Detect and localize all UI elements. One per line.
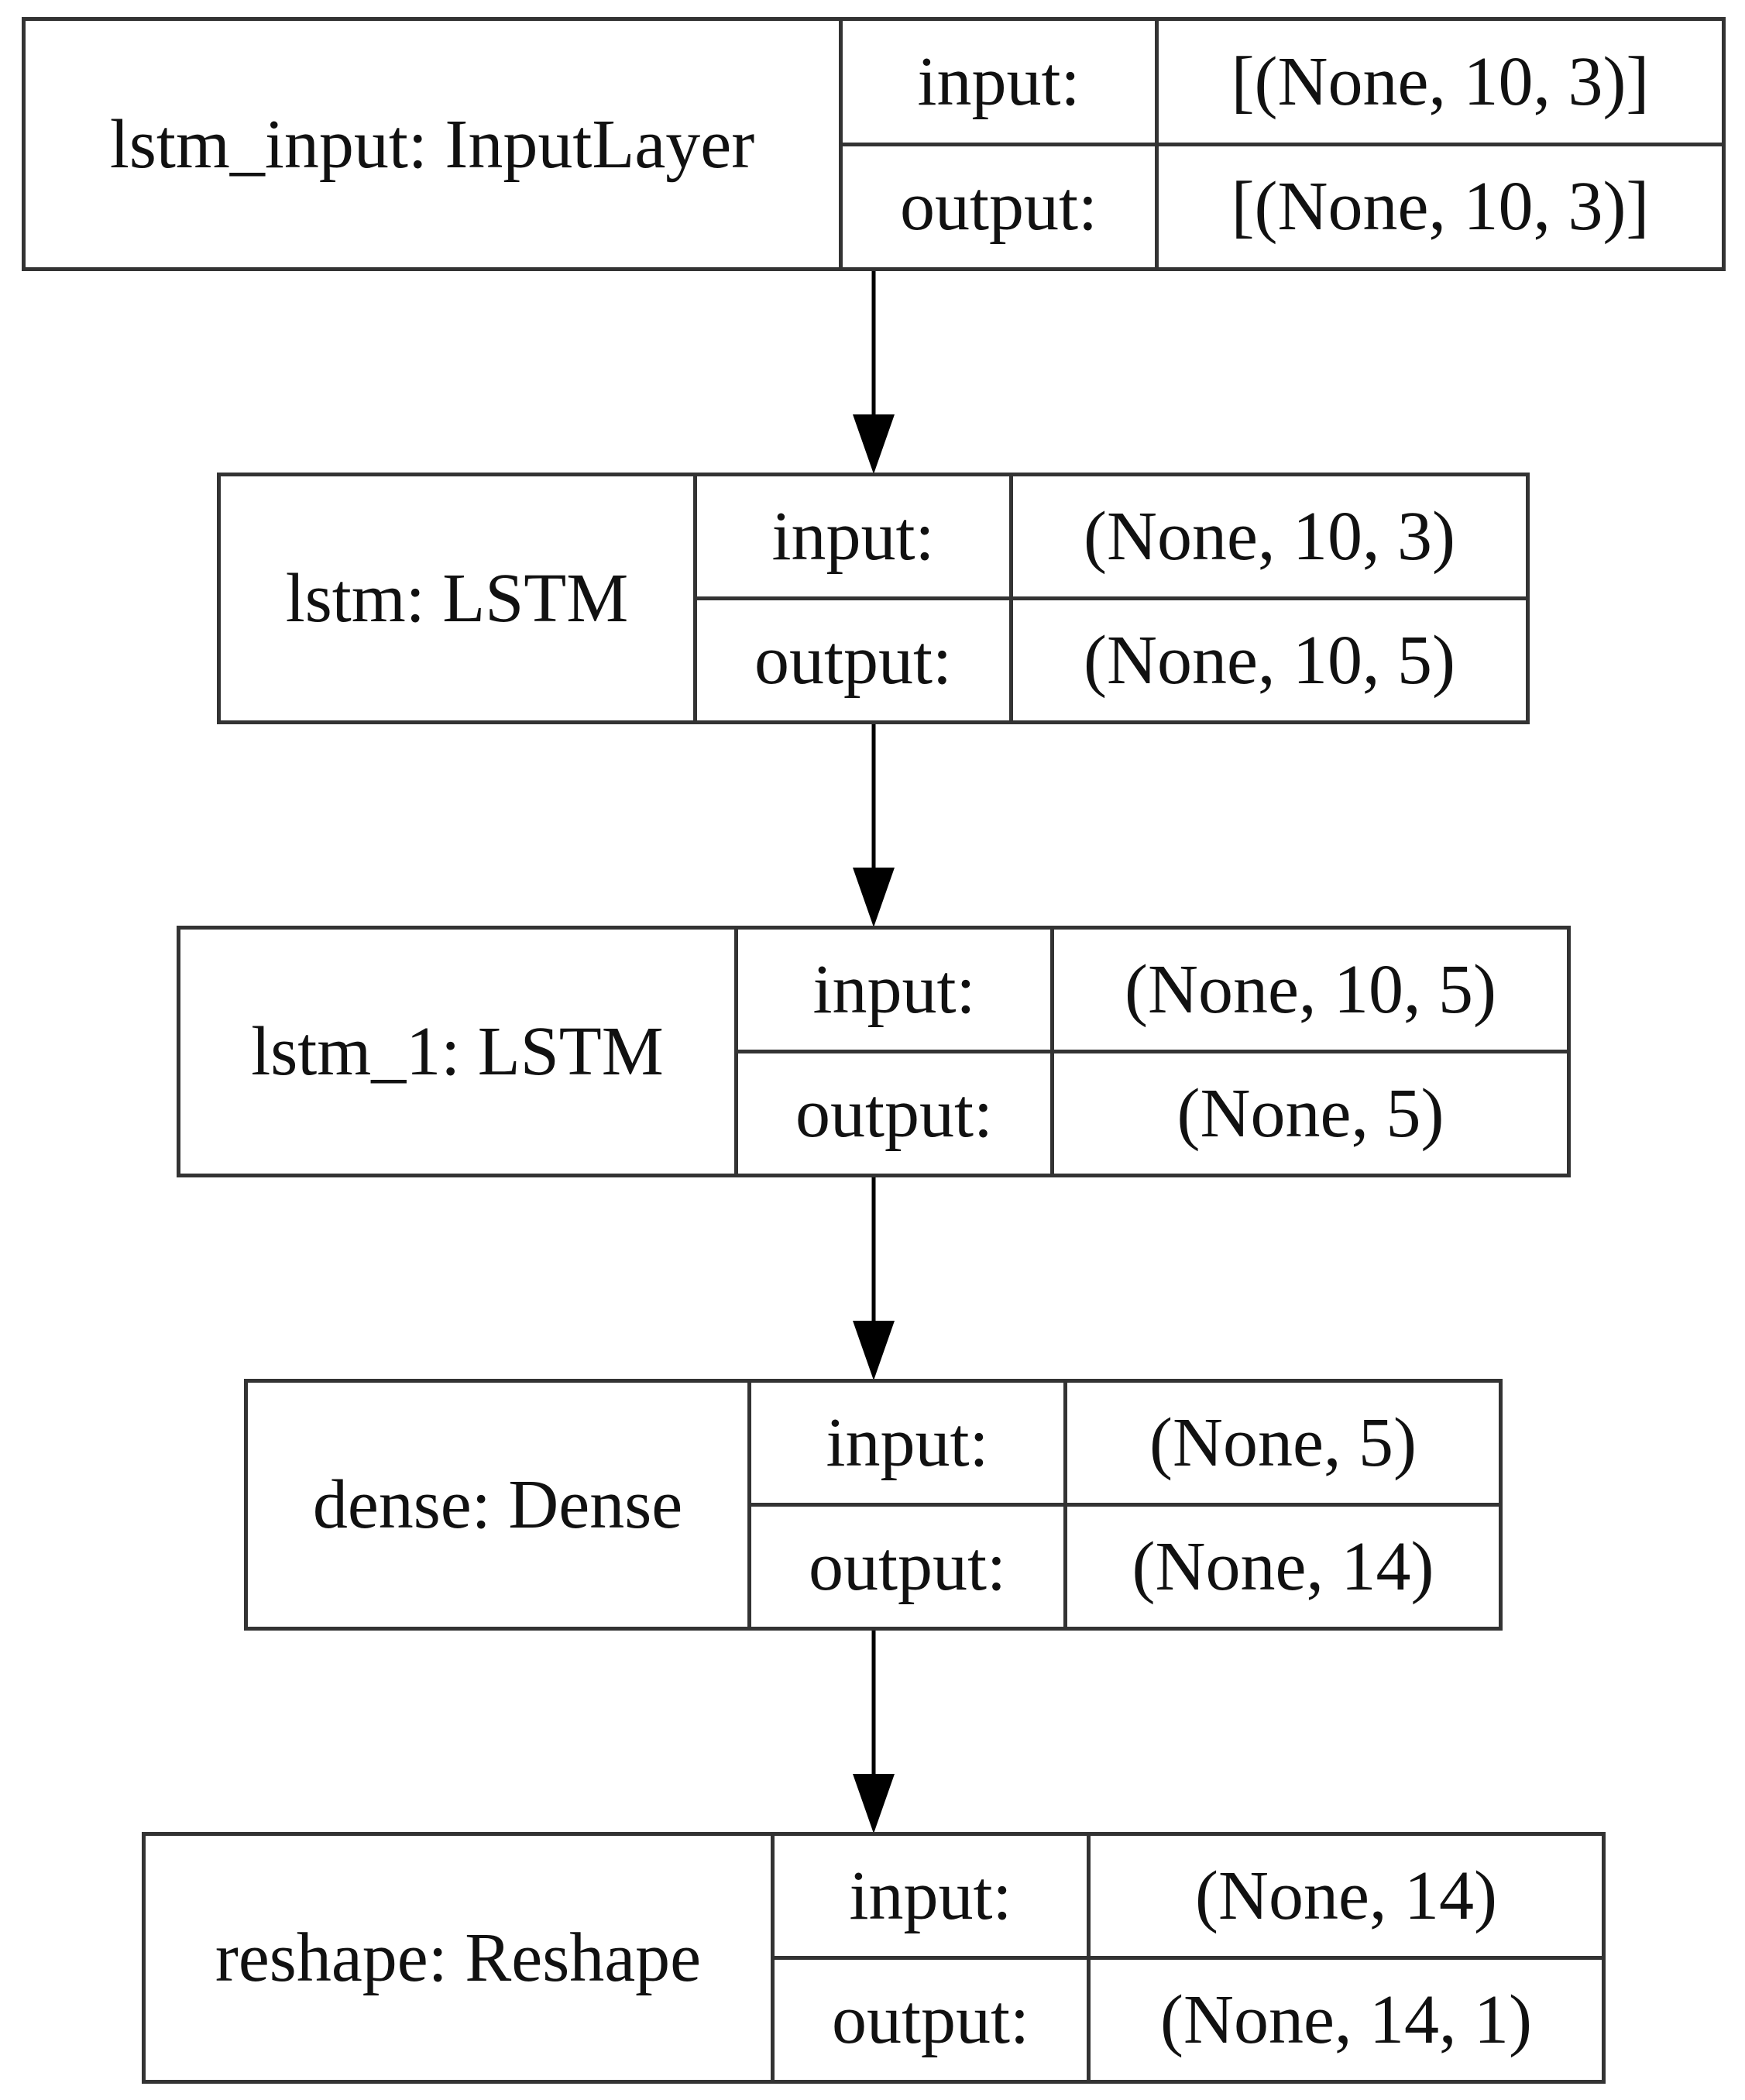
input-shape: (None, 10, 5) (1125, 951, 1496, 1028)
input-label: input: (775, 1836, 1091, 1956)
output-row: output: (None, 5) (738, 1050, 1567, 1174)
input-row: input: (None, 10, 3) (697, 476, 1526, 596)
input-row: input: (None, 14) (775, 1836, 1602, 1956)
input-shape: (None, 5) (1149, 1404, 1417, 1481)
output-row: output: (None, 14) (751, 1503, 1499, 1627)
output-label: output: (775, 1960, 1091, 2080)
input-label: input: (697, 476, 1013, 596)
layer-name: lstm_input: InputLayer (26, 21, 843, 267)
output-shape: (None, 14, 1) (1160, 1981, 1532, 2058)
input-shape: (None, 14) (1195, 1858, 1497, 1934)
arrow-0-to-1 (853, 271, 895, 474)
input-label: input: (738, 930, 1054, 1050)
output-row: output: (None, 10, 5) (697, 596, 1526, 720)
layer-box-lstm-input: lstm_input: InputLayer input: [(None, 10… (22, 17, 1726, 271)
output-shape: (None, 5) (1177, 1075, 1444, 1152)
input-label: input: (843, 21, 1159, 143)
input-label: input: (751, 1383, 1067, 1503)
arrow-3-to-4 (853, 1631, 895, 1834)
layer-name: lstm_1: LSTM (180, 930, 738, 1174)
output-row: output: [(None, 10, 3)] (843, 142, 1722, 267)
output-row: output: (None, 14, 1) (775, 1956, 1602, 2080)
input-row: input: (None, 10, 5) (738, 930, 1567, 1050)
input-shape: (None, 10, 3) (1084, 498, 1455, 575)
output-label: output: (751, 1507, 1067, 1627)
input-shape: [(None, 10, 3)] (1231, 43, 1650, 120)
input-row: input: (None, 5) (751, 1383, 1499, 1503)
layer-box-reshape: reshape: Reshape input: (None, 14) outpu… (142, 1832, 1606, 2084)
layer-name: dense: Dense (248, 1383, 751, 1627)
arrow-2-to-3 (853, 1177, 895, 1380)
output-shape: (None, 14) (1132, 1528, 1434, 1605)
layer-box-lstm-1: lstm_1: LSTM input: (None, 10, 5) output… (177, 926, 1571, 1177)
output-label: output: (738, 1053, 1054, 1174)
layer-name: reshape: Reshape (146, 1836, 775, 2080)
layer-box-dense: dense: Dense input: (None, 5) output: (N… (244, 1379, 1503, 1631)
output-shape: [(None, 10, 3)] (1231, 168, 1650, 246)
layer-box-lstm: lstm: LSTM input: (None, 10, 3) output: … (217, 473, 1530, 724)
output-label: output: (697, 600, 1013, 720)
output-label: output: (843, 146, 1159, 267)
layer-name: lstm: LSTM (221, 476, 697, 720)
input-row: input: [(None, 10, 3)] (843, 21, 1722, 143)
output-shape: (None, 10, 5) (1084, 622, 1455, 699)
arrow-1-to-2 (853, 724, 895, 927)
